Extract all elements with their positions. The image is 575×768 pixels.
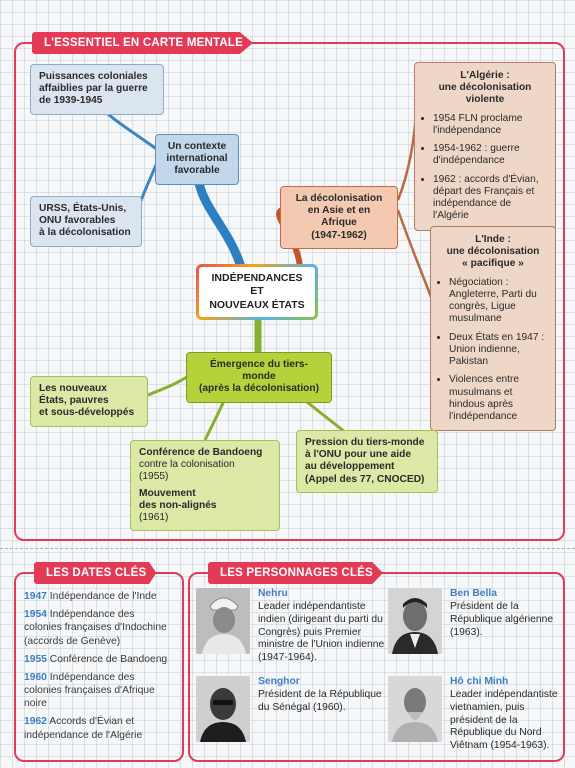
portrait-ben-bella [388,588,442,654]
portrait-nehru [196,588,250,654]
date-item: 1955 Conférence de Bandoeng [24,653,174,666]
node-new-states-line1: Les nouveaux [39,383,107,394]
date-item: 1947 Indépendance de l'Inde [24,590,174,603]
date-year: 1947 [24,591,47,602]
portrait-senghor [196,676,250,742]
node-india-title: L'Inde : une décolonisation « pacifique … [439,234,547,271]
node-algeria-title-line2: une décolonisation [438,82,532,94]
node-india-title-line3: « pacifique » [462,258,524,270]
node-algeria-title-line3: violente [465,94,505,106]
person-nehru: Nehru Leader indépendantiste indien (dir… [258,588,388,665]
node-pressure-line1: Pression du tiers-monde [305,437,425,448]
node-center: INDÉPENDANCES ET NOUVEAUX ÉTATS [196,264,318,320]
node-india-item: Violences entre musulmans et hindous apr… [449,374,547,423]
node-india: L'Inde : une décolonisation « pacifique … [430,226,556,432]
node-powers-line3: de 1939-1945 [39,95,103,107]
person-name: Ben Bella [450,588,497,599]
node-bandoeng: Conférence de Bandoeng contre la colonis… [130,440,280,532]
node-bandoeng-year: (1955) [139,471,169,483]
node-powers: Puissances coloniales affaiblies par la … [30,64,164,115]
node-new-states: Les nouveaux États, pauvres et sous-déve… [30,376,148,427]
node-decolonisation-line2: en Asie et en Afrique [307,205,371,229]
date-text: Indépendance des colonies françaises d'A… [24,671,155,710]
person-text: Président de la République du Sénégal (1… [258,688,382,713]
person-ben-bella: Ben Bella Président de la République alg… [450,588,556,639]
date-item: 1962 Accords d'Évian et indépendance de … [24,715,174,741]
node-algeria: L'Algérie : une décolonisation violente … [414,62,556,231]
node-center-line1: INDÉPENDANCES [211,272,303,285]
node-decolonisation: La décolonisation en Asie et en Afrique … [280,186,398,249]
node-pressure: Pression du tiers-monde à l'ONU pour une… [296,430,438,493]
date-text: Indépendance de l'Inde [49,591,157,602]
person-text: Président de la République algérienne (1… [450,600,554,638]
node-pressure-line4: (Appel des 77, CNOCED) [305,473,425,485]
node-urss-line3: à la décolonisation [39,227,131,239]
node-urss-line2: ONU favorables [39,215,116,227]
date-year: 1955 [24,653,47,665]
mindmap-tag: L'ESSENTIEL EN CARTE MENTALE [32,32,253,54]
dates-list: 1947 Indépendance de l'Inde 1954 Indépen… [24,590,174,747]
node-powers-line1: Puissances coloniales [39,71,148,82]
node-center-line2: ET [250,285,264,298]
person-name: Nehru [258,588,288,599]
node-context: Un contexte international favorable [155,134,239,185]
node-algeria-item: 1954 FLN proclame l'indépendance [433,113,547,137]
node-bandoeng-move1: Mouvement [139,487,196,499]
portrait-ho-chi-minh [388,676,442,742]
node-context-line1: Un contexte [167,141,227,152]
node-new-states-line2: États, pauvres [39,395,109,407]
dates-tag: LES DATES CLÉS [34,562,157,584]
date-year: 1954 [24,609,47,621]
node-context-line3: favorable [174,165,220,177]
date-item: 1960 Indépendance des colonies française… [24,671,174,711]
node-pressure-line2: à l'ONU pour une aide [305,449,412,461]
section-separator [0,548,575,549]
date-year: 1962 [24,716,47,728]
node-bandoeng-move2: des non-alignés [139,499,217,511]
date-text: Indépendance des colonies françaises d'I… [24,609,167,647]
person-name: Senghor [258,676,300,687]
node-thirdworld-line2: (après la décolonisation) [198,383,319,395]
mindmap-frame [14,42,565,541]
node-algeria-title-line1: L'Algérie : [460,70,510,81]
date-year: 1960 [24,671,47,683]
node-new-states-line3: et sous-développés [39,407,135,419]
person-name: Hô chi Minh [450,676,509,687]
date-item: 1954 Indépendance des colonies française… [24,608,174,648]
person-ho-chi-minh: Hô chi Minh Leader indépendantiste vietn… [450,676,558,753]
node-india-title-line1: L'Inde : [475,234,511,245]
person-text: Leader indépendantiste vietnamien, puis … [450,688,558,752]
node-bandoeng-line2: contre la colonisation [139,459,235,471]
node-algeria-item: 1954-1962 : guerre d'indépendance [433,143,547,167]
node-center-line3: NOUVEAUX ÉTATS [209,298,305,311]
node-powers-line2: affaiblies par la guerre [39,83,148,95]
node-bandoeng-year2: (1961) [139,512,169,524]
node-algeria-item: 1962 : accords d'Évian, départ des Franç… [433,174,547,223]
node-urss-line1: URSS, États-Unis, [39,203,127,214]
node-india-title-line2: une décolonisation [446,246,540,258]
node-thirdworld: Émergence du tiers-monde (après la décol… [186,352,332,403]
node-decolonisation-line1: La décolonisation [295,193,383,204]
node-thirdworld-line1: Émergence du tiers-monde [210,359,308,383]
node-india-item: Négociation : Angleterre, Parti du congr… [449,277,547,326]
date-text: Accords d'Évian et indépendance de l'Alg… [24,716,143,741]
node-pressure-line3: au développement [305,461,395,473]
person-senghor: Senghor Président de la République du Sé… [258,676,384,715]
date-text: Conférence de Bandoeng [49,653,168,665]
node-bandoeng-title: Conférence de Bandoeng [139,447,263,458]
person-text: Leader indépendantiste indien (dirigeant… [258,600,385,664]
node-algeria-title: L'Algérie : une décolonisation violente [423,70,547,107]
node-india-item: Deux États en 1947 : Union indienne, Pak… [449,332,547,369]
people-tag: LES PERSONNAGES CLÉS [208,562,383,584]
node-urss: URSS, États-Unis, ONU favorables à la dé… [30,196,142,247]
node-decolonisation-line3: (1947-1962) [311,229,367,241]
node-context-line2: international [166,153,228,165]
